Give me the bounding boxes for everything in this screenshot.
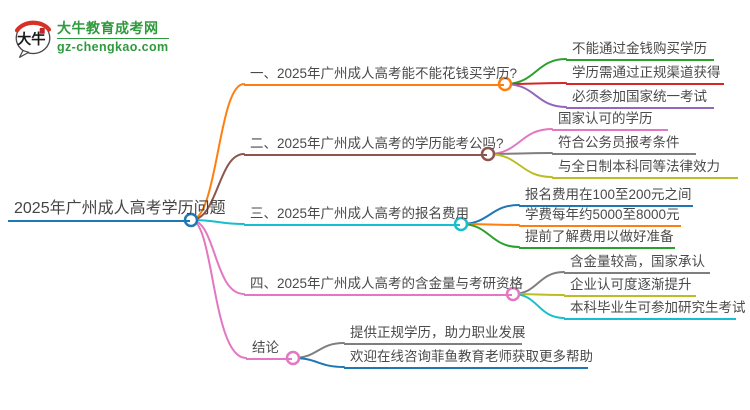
leaf-3-2[interactable]: 学费每年约5000至8000元 [519,205,681,227]
leaf-4-1[interactable]: 含金量较高，国家承认 [564,252,710,274]
leaf-1-1[interactable]: 不能通过金钱购买学历 [566,39,714,61]
daniu-bubble-icon: 大牛 [14,20,52,58]
leaf-2-2[interactable]: 符合公务员报考条件 [552,133,696,155]
connector-b3-leaf1 [460,204,520,225]
connector-b4-leaf3 [512,293,565,319]
connector-b5-leaf2 [292,357,345,368]
leaf-5-1[interactable]: 提供正规学历，助力职业发展 [344,323,526,345]
leaf-4-2[interactable]: 企业认可度逐渐提升 [564,275,696,297]
leaf-3-3[interactable]: 提前了解费用以做好准备 [519,227,675,249]
branch2-node[interactable]: 二、2025年广州成人高考的学历能考公吗? [244,134,504,156]
connector-b5-leaf1 [292,342,345,359]
branch4-node[interactable]: 四、2025年广州成人高考的含金量与考研资格 [244,274,523,296]
branch5-conclusion-node[interactable]: 结论 [246,338,292,360]
root-node[interactable]: 2025年广州成人高考学历问题 [8,198,226,222]
connector-b1-leaf3 [504,83,567,108]
logo-url: gz-chengkao.com [57,38,169,54]
connector-root-branch2 [190,153,245,221]
site-logo: 大牛 大牛教育成考网 gz-chengkao.com [12,16,169,60]
connector-root-branch1 [190,83,245,221]
leaf-1-3[interactable]: 必须参加国家统一考试 [566,87,714,109]
branch1-node[interactable]: 一、2025年广州成人高考能不能花钱买学历? [244,64,517,86]
leaf-4-3[interactable]: 本科毕业生可参加研究生考试 [564,298,746,320]
connector-root-branch5 [190,219,247,359]
logo-title: 大牛教育成考网 [57,20,159,36]
leaf-2-1[interactable]: 国家认可的学历 [552,109,668,131]
connector-b3-leaf3 [460,223,520,248]
leaf-3-1[interactable]: 报名费用在100至200元之间 [519,185,693,207]
svg-text:大牛: 大牛 [17,30,46,48]
connector-b2-leaf3 [487,153,553,178]
connector-root-branch4 [190,219,245,295]
leaf-2-3[interactable]: 与全日制本科同等法律效力 [552,157,738,179]
branch3-node[interactable]: 三、2025年广州成人高考的报名费用 [244,204,469,226]
leaf-1-2[interactable]: 学历需通过正规渠道获得 [566,63,724,85]
leaf-5-2[interactable]: 欢迎在线咨询菲鱼教育老师获取更多帮助 [344,347,593,369]
